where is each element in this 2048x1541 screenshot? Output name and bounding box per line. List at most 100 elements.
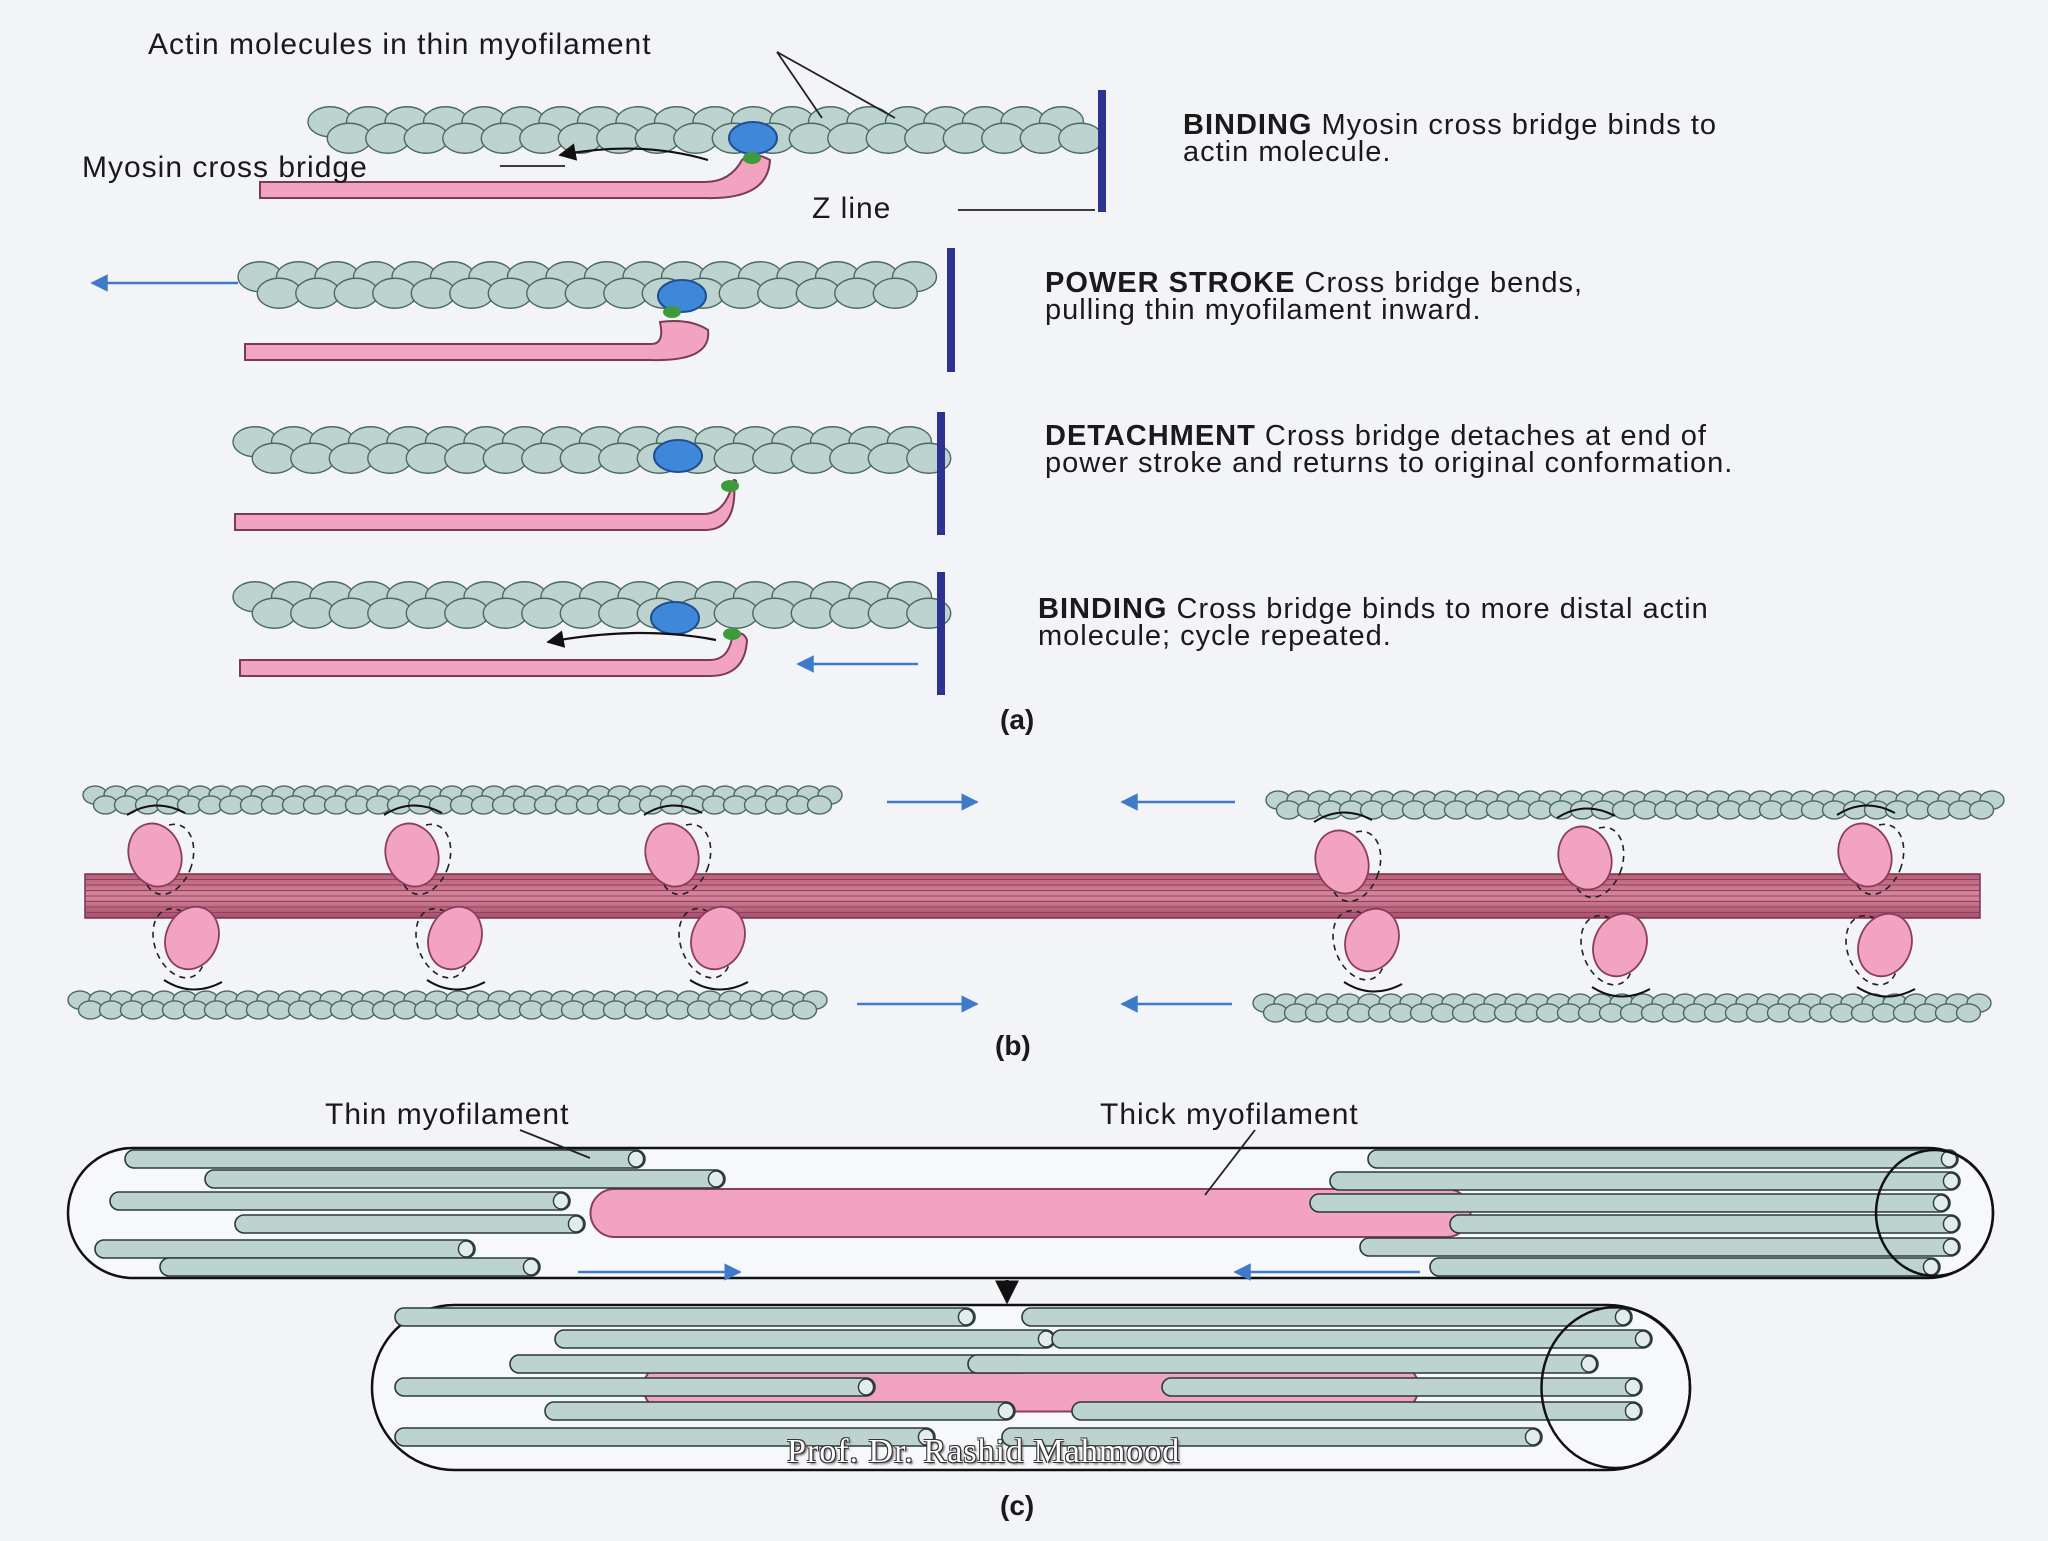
actin-bead bbox=[482, 597, 528, 629]
myosin-head bbox=[127, 822, 183, 888]
panel-a-caption: (a) bbox=[1000, 704, 1035, 735]
actin-bead bbox=[328, 597, 374, 629]
step-binding-1: BINDING Myosin cross bridge binds to act… bbox=[1183, 109, 1773, 168]
actin-bead bbox=[444, 442, 490, 474]
actin-bead bbox=[295, 277, 341, 309]
myosin-head-b bbox=[383, 804, 452, 896]
thick-myofilament-label: Thick myofilament bbox=[1100, 1098, 1359, 1131]
thin-myofilament-body bbox=[1309, 1193, 1951, 1213]
actin-bead bbox=[526, 277, 572, 309]
actin-bead bbox=[795, 277, 841, 309]
fiber-cross-section bbox=[1874, 1148, 1995, 1278]
myosin-cross-bridge bbox=[239, 632, 749, 677]
myosin-head-motion-arc bbox=[426, 979, 486, 991]
actin-filament-b-bottom-left bbox=[67, 990, 828, 1020]
myosin-head-motion-arc bbox=[1313, 811, 1373, 823]
actin-bead bbox=[559, 442, 605, 474]
actin-bead bbox=[256, 277, 302, 309]
myosin-head-b bbox=[678, 905, 749, 991]
actin-bead bbox=[788, 122, 834, 154]
thin-myofilament bbox=[1429, 1257, 1941, 1277]
actin-bead bbox=[442, 122, 488, 154]
actin-bead bbox=[521, 597, 567, 629]
actin-bead bbox=[598, 442, 644, 474]
thin-myofilament-end bbox=[457, 1240, 475, 1258]
actin-bead bbox=[521, 442, 567, 474]
thin-myofilament-body bbox=[1329, 1171, 1961, 1191]
step-binding-1-title: BINDING bbox=[1183, 109, 1313, 141]
thin-myofilament-end bbox=[552, 1192, 570, 1210]
rotation-arrow bbox=[558, 143, 709, 162]
myosin-head bbox=[164, 905, 220, 971]
thin-myofilament bbox=[1329, 1171, 1961, 1191]
actin-filament-row1 bbox=[307, 106, 1104, 154]
thin-myofilament bbox=[509, 1354, 1031, 1374]
thin-myofilament bbox=[554, 1329, 1056, 1349]
actin-bead bbox=[872, 277, 918, 309]
thin-myofilament-body bbox=[1051, 1329, 1653, 1349]
actin-bead bbox=[367, 442, 413, 474]
step-binding-1-text: Myosin cross bridge binds to actin molec… bbox=[1183, 109, 1718, 168]
thin-myofilament-body bbox=[1071, 1401, 1643, 1421]
cross-bridge-head-tip bbox=[743, 152, 761, 164]
myosin-head-motion-arc bbox=[689, 979, 749, 991]
step-power-stroke-title: POWER STROKE bbox=[1045, 267, 1296, 299]
actin-bead bbox=[1058, 122, 1104, 154]
actin-bead bbox=[480, 122, 526, 154]
thin-myofilament-body bbox=[967, 1354, 1599, 1374]
myosin-cross-bridge-label: Myosin cross bridge bbox=[82, 151, 368, 184]
myosin-head-b bbox=[1845, 912, 1916, 998]
thin-myofilament-end bbox=[707, 1170, 725, 1188]
myosin-head bbox=[427, 905, 483, 971]
actin-bead bbox=[365, 122, 411, 154]
z-line bbox=[1098, 90, 1106, 212]
thin-myofilament bbox=[159, 1257, 541, 1277]
actin-bead bbox=[1019, 122, 1065, 154]
actin-bead bbox=[564, 277, 610, 309]
actin-bead bbox=[981, 122, 1027, 154]
actin-binding-site bbox=[650, 601, 700, 635]
thick-filament-b bbox=[84, 873, 1981, 919]
leader-line bbox=[519, 1129, 591, 1159]
myosin-head-previous-position bbox=[1329, 830, 1382, 903]
actin-filament-row2 bbox=[237, 261, 938, 309]
myosin-head bbox=[384, 822, 440, 888]
myosin-head-b bbox=[1313, 811, 1382, 903]
thin-myofilament bbox=[967, 1354, 1599, 1374]
myosin-head-previous-position bbox=[142, 823, 195, 896]
actin-bead bbox=[790, 442, 836, 474]
z-line bbox=[937, 412, 945, 535]
actin-filament-b-top-left bbox=[82, 785, 843, 815]
actin-bead bbox=[673, 122, 719, 154]
thin-myofilament bbox=[1071, 1401, 1643, 1421]
thin-myofilament-end bbox=[1614, 1308, 1632, 1326]
leader-line bbox=[776, 51, 896, 119]
thin-myofilament-end bbox=[957, 1308, 975, 1326]
thin-myofilament-end bbox=[522, 1258, 540, 1276]
thin-myofilament bbox=[1309, 1193, 1951, 1213]
myosin-head-motion-arc bbox=[163, 979, 223, 991]
actin-bead bbox=[867, 597, 913, 629]
myosin-head-motion-arc bbox=[383, 804, 443, 816]
thick-myofilament bbox=[589, 1188, 1472, 1238]
thin-myofilament bbox=[1359, 1237, 1961, 1257]
leader-line bbox=[776, 51, 823, 119]
thin-myofilament-end bbox=[1922, 1258, 1940, 1276]
actin-bead bbox=[444, 597, 490, 629]
actin-bead bbox=[598, 597, 644, 629]
thin-myofilament-end bbox=[627, 1150, 645, 1168]
actin-bead bbox=[718, 277, 764, 309]
myosin-head bbox=[1857, 912, 1913, 978]
actin-bead bbox=[405, 442, 451, 474]
muscle-fiber-contracted bbox=[370, 1303, 1692, 1472]
myosin-head bbox=[1344, 907, 1400, 973]
actin-bead bbox=[1955, 1003, 1982, 1023]
myosin-head-b bbox=[1556, 807, 1625, 899]
thin-myofilament-end bbox=[1624, 1402, 1642, 1420]
actin-bead bbox=[559, 597, 605, 629]
thin-myofilament bbox=[124, 1149, 646, 1169]
myosin-head-b bbox=[643, 804, 712, 896]
thin-myofilament-body bbox=[1161, 1377, 1643, 1397]
author-watermark: Prof. Dr. Rashid Mahmood bbox=[787, 1433, 1181, 1470]
